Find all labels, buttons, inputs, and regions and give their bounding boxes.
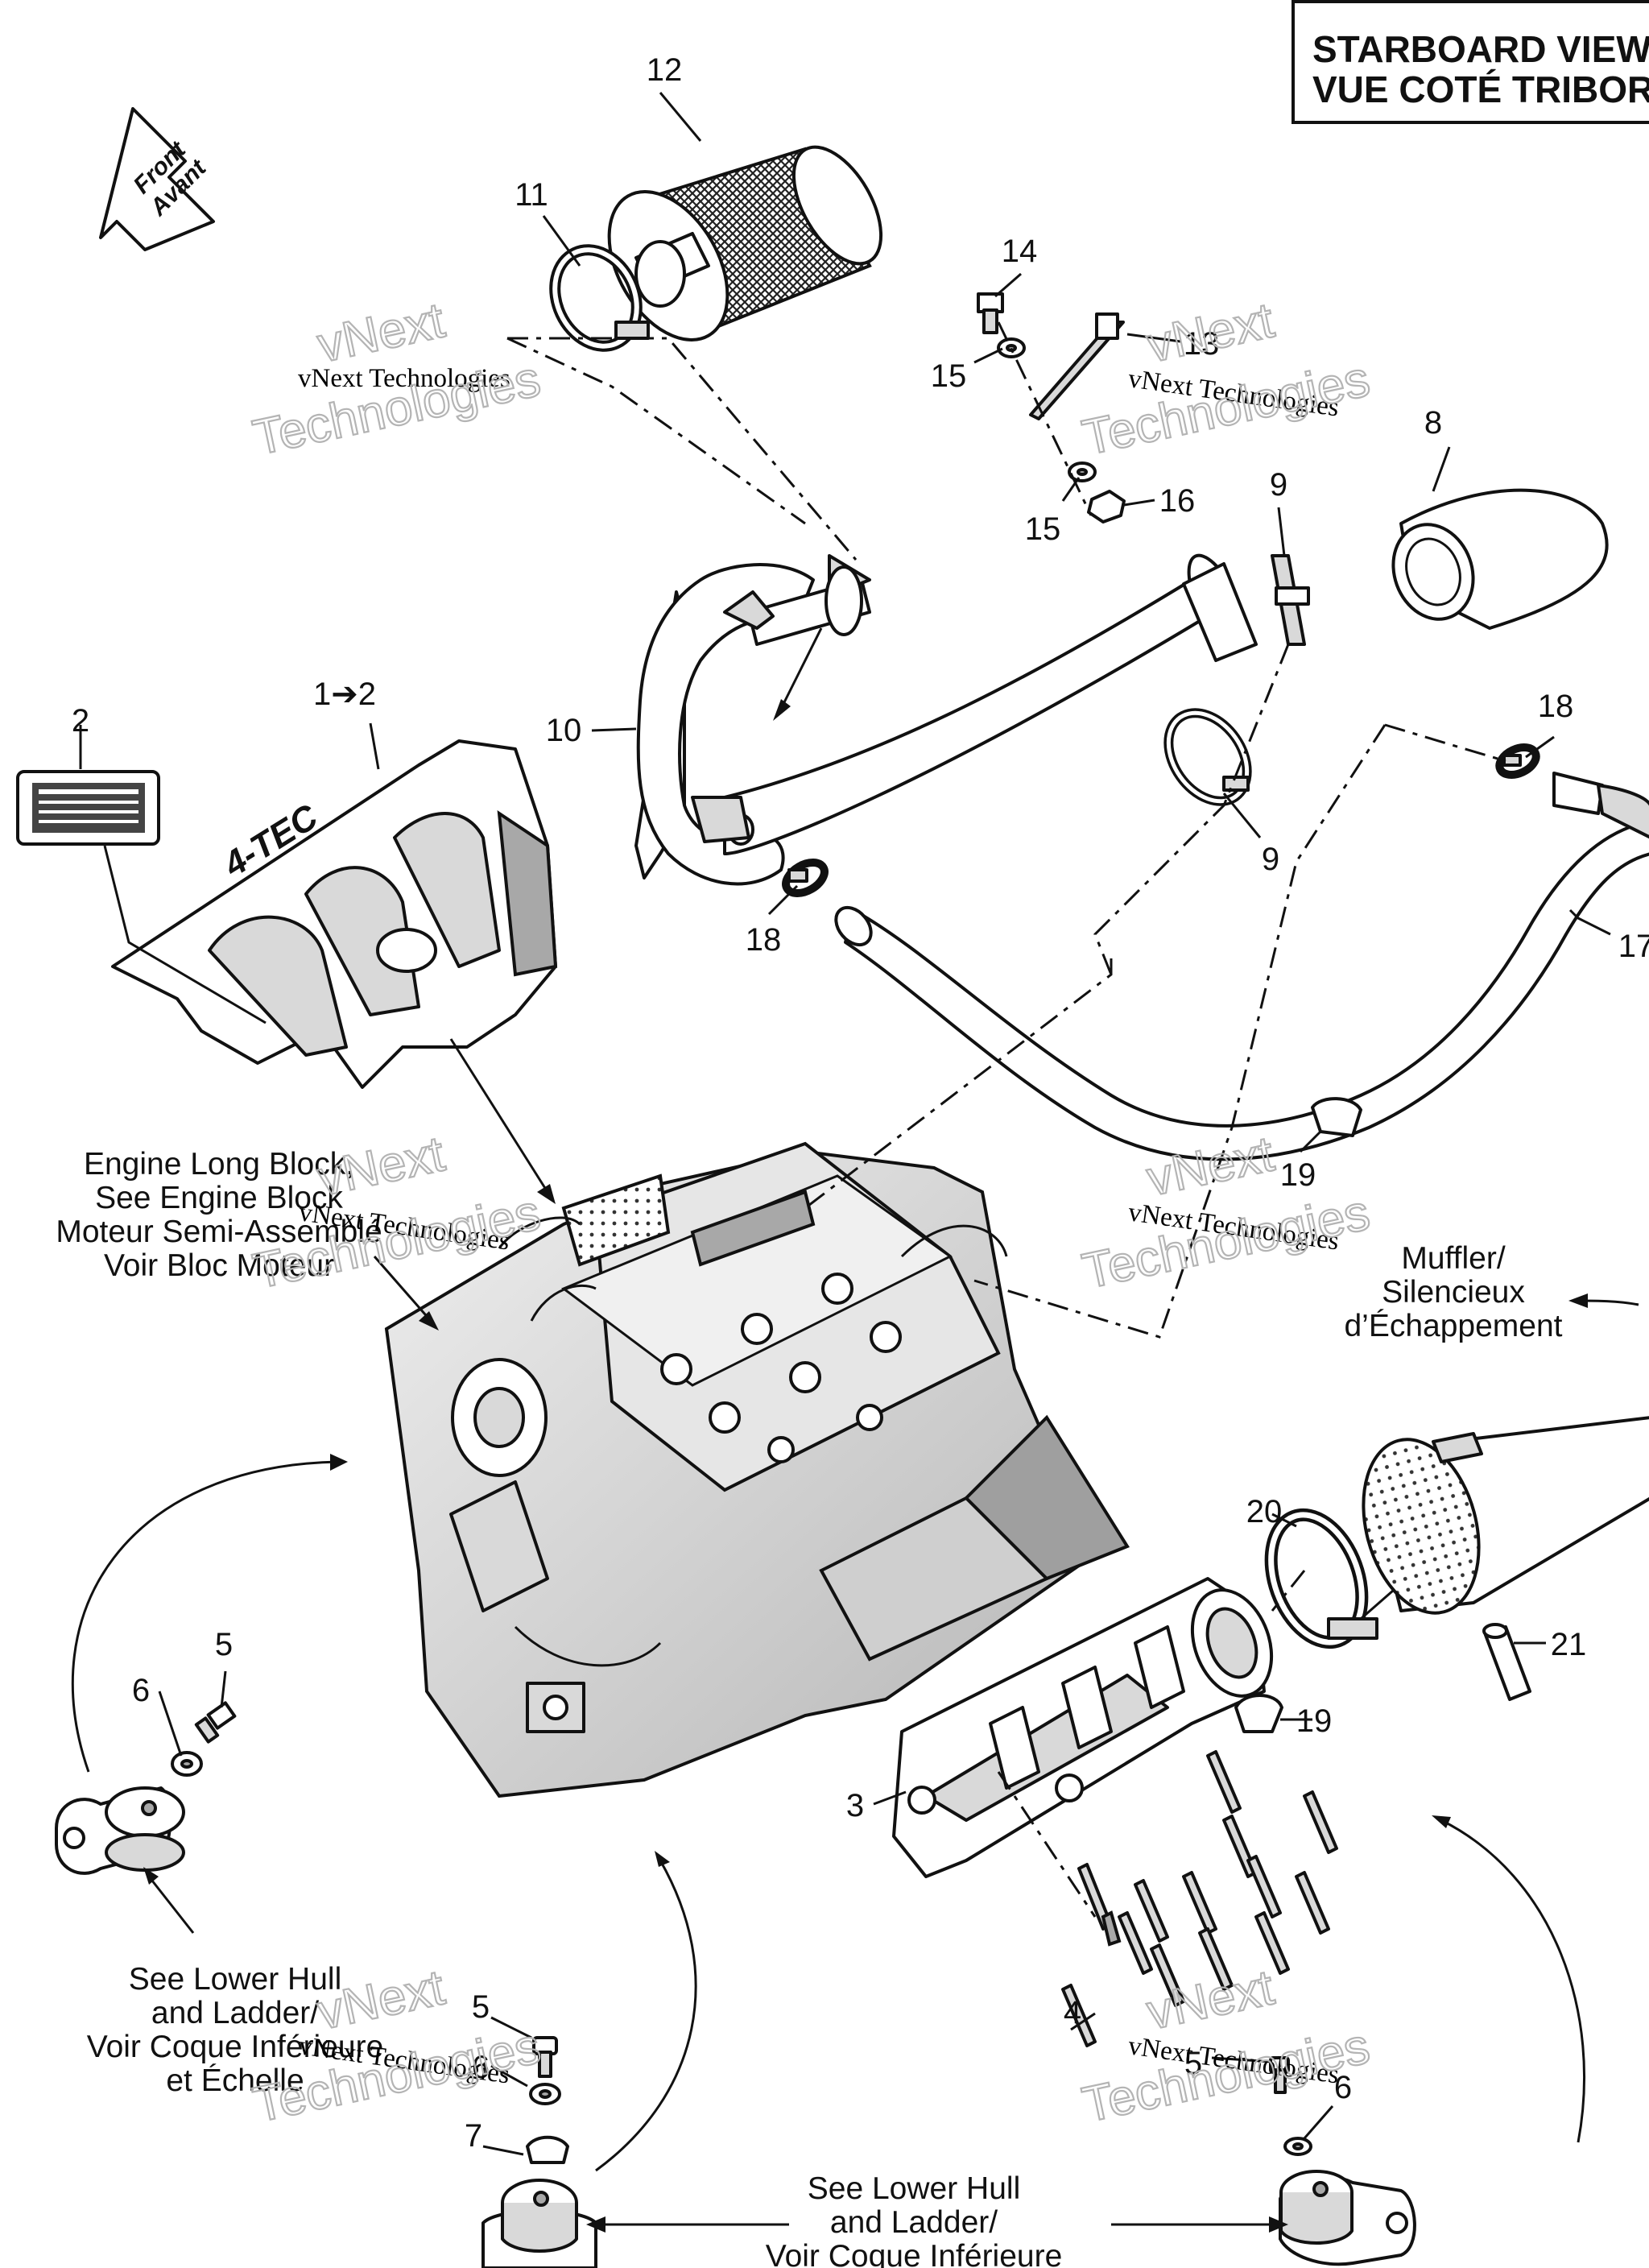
note-hull-left-line-3: Voir Coque Inférieure <box>87 2030 384 2064</box>
part-8-elbow <box>1391 488 1609 630</box>
note-muffler-line-1: Muffler/ <box>1401 1241 1505 1276</box>
part-15-washer-upper <box>997 337 1026 358</box>
view-title-en: STARBOARD VIEW <box>1312 28 1649 70</box>
part-6-washer-bottom-right <box>1283 2137 1312 2156</box>
note-engine-line-2: See Engine Block <box>95 1181 343 1215</box>
callout-11: 11 <box>515 177 548 213</box>
note-hull-bottom-line-2: and Ladder/ <box>830 2205 998 2240</box>
watermark-vnext-outline: vNext <box>313 292 449 373</box>
front-direction-arrow: Front Avant <box>99 107 215 251</box>
part-1-engine-cover: 4-TEC <box>111 739 558 1089</box>
callout-labels: 12 11 14 13 15 15 16 8 9 9 10 18 18 17 1… <box>72 52 1649 2154</box>
callout-12: 12 <box>647 52 683 88</box>
callout-18-left: 18 <box>746 922 782 958</box>
watermark-top-left: vNext vNext Technologies Technologies <box>247 292 546 467</box>
note-muffler-line-2: Silencieux <box>1382 1275 1525 1310</box>
callout-14: 14 <box>1002 234 1038 269</box>
watermark-vnext-technologies: vNext Technologies <box>298 364 510 393</box>
part-20-v-clamp <box>1264 1508 1378 1649</box>
part-6-washer-bottom-left <box>529 2083 561 2105</box>
callout-4: 4 <box>1064 1995 1081 2030</box>
note-hull-bottom-line-3: Voir Coque Inférieure <box>766 2239 1063 2268</box>
view-title-fr: VUE COTÉ TRIBORD <box>1312 68 1649 110</box>
part-10-intake-pipe <box>634 553 1258 886</box>
callout-15-upper: 15 <box>931 358 967 394</box>
part-21-pin <box>1482 1623 1531 1701</box>
callout-9-upper: 9 <box>1270 467 1287 503</box>
watermark-technologies-outline: Technologies <box>1078 351 1374 466</box>
note-hull-bottom-line-1: See Lower Hull <box>808 2171 1020 2206</box>
part-9-clamp-lower <box>1163 708 1252 806</box>
part-16-nut <box>1087 490 1126 524</box>
engine-long-block <box>384 1141 1130 1798</box>
callout-13: 13 <box>1184 326 1220 362</box>
part-3-exhaust-manifold <box>892 1577 1274 1878</box>
watermark-vnext-outline: vNext <box>1143 292 1279 373</box>
engine-mount-bottom-right <box>1279 2170 1416 2266</box>
callout-19-lower: 19 <box>1296 1703 1333 1739</box>
part-5-bolt-bottom-right <box>1269 2056 1290 2094</box>
note-engine-long-block: Engine Long Block, See Engine Block Mote… <box>56 1147 382 1283</box>
watermark-technologies-outline: Technologies <box>1078 2018 1374 2133</box>
part-5-bolt-left <box>194 1701 237 1744</box>
callout-5-bottom-left: 5 <box>472 1989 490 2025</box>
callout-7: 7 <box>465 2118 482 2154</box>
muffler <box>1362 1416 1649 1615</box>
part-11-clamp <box>549 244 650 352</box>
note-engine-line-3: Moteur Semi-Assemblé <box>56 1215 382 1249</box>
note-hull-left-line-1: See Lower Hull <box>129 1962 341 1997</box>
callout-6-left: 6 <box>132 1673 150 1708</box>
watermark-top-right: vNext vNext Technologies Technologies <box>1077 292 1375 467</box>
part-5-bolt-bottom-left <box>532 2036 558 2078</box>
engine-mount-left <box>55 1786 185 1875</box>
part-14-bolt <box>977 292 1004 334</box>
callout-6-bottom-right: 6 <box>1334 2070 1352 2105</box>
view-title-box: STARBOARD VIEW VUE COTÉ TRIBORD <box>1292 0 1649 124</box>
watermark-bottom-right: vNext vNext Technologies Technologies <box>1077 1959 1375 2134</box>
callout-8: 8 <box>1424 405 1442 441</box>
part-4-studs <box>1061 1750 1338 2047</box>
part-2-warning-label <box>16 770 160 846</box>
watermark-technologies-outline: Technologies <box>1078 1185 1374 1300</box>
callout-10: 10 <box>546 713 582 748</box>
note-muffler: Muffler/ Silencieux d’Échappement <box>1344 1241 1562 1343</box>
part-15-washer-lower <box>1068 461 1097 482</box>
callout-5-left: 5 <box>215 1627 233 1662</box>
part-18-clamp-right <box>1495 743 1540 779</box>
callout-9-lower: 9 <box>1262 842 1279 877</box>
callout-21: 21 <box>1551 1627 1587 1662</box>
callout-19-upper: 19 <box>1280 1157 1316 1193</box>
part-13-vent-tube <box>1029 312 1125 420</box>
callout-20: 20 <box>1246 1494 1283 1529</box>
part-9-clamp-upper <box>1271 554 1310 646</box>
part-18-clamp-left <box>782 859 829 897</box>
callout-5-bottom-right: 5 <box>1184 2046 1202 2081</box>
callout-16: 16 <box>1159 483 1196 519</box>
watermark-vnext-outline: vNext <box>313 1126 449 1206</box>
note-lower-hull-left: See Lower Hull and Ladder/ Voir Coque In… <box>87 1962 384 2098</box>
callout-18-right: 18 <box>1538 689 1574 724</box>
part-6-washer-left <box>171 1751 203 1777</box>
note-engine-line-4: Voir Bloc Moteur <box>104 1248 334 1283</box>
callout-17: 17 <box>1618 929 1649 964</box>
watermark-middle-right: vNext vNext Technologies Technologies <box>1077 1125 1375 1301</box>
part-19-clip-upper <box>1311 1097 1362 1137</box>
callout-3: 3 <box>846 1788 864 1823</box>
part-7-spacer <box>526 2135 569 2164</box>
note-hull-left-line-2: and Ladder/ <box>151 1996 319 2030</box>
part-19-clip-lower <box>1234 1694 1283 1733</box>
note-lower-hull-bottom: See Lower Hull and Ladder/ Voir Coque In… <box>766 2171 1063 2268</box>
note-engine-line-1: Engine Long Block, <box>84 1147 354 1182</box>
part-17-hose <box>834 772 1649 1161</box>
callout-6-bottom-left: 6 <box>472 2050 490 2085</box>
callout-2: 2 <box>72 703 89 739</box>
callout-15-lower: 15 <box>1025 511 1061 547</box>
note-muffler-line-3: d’Échappement <box>1344 1309 1562 1343</box>
callout-1-to-2: 1➔2 <box>313 677 376 712</box>
engine-mount-bottom-left <box>481 2179 597 2268</box>
note-hull-left-line-4: et Échelle <box>166 2063 304 2098</box>
